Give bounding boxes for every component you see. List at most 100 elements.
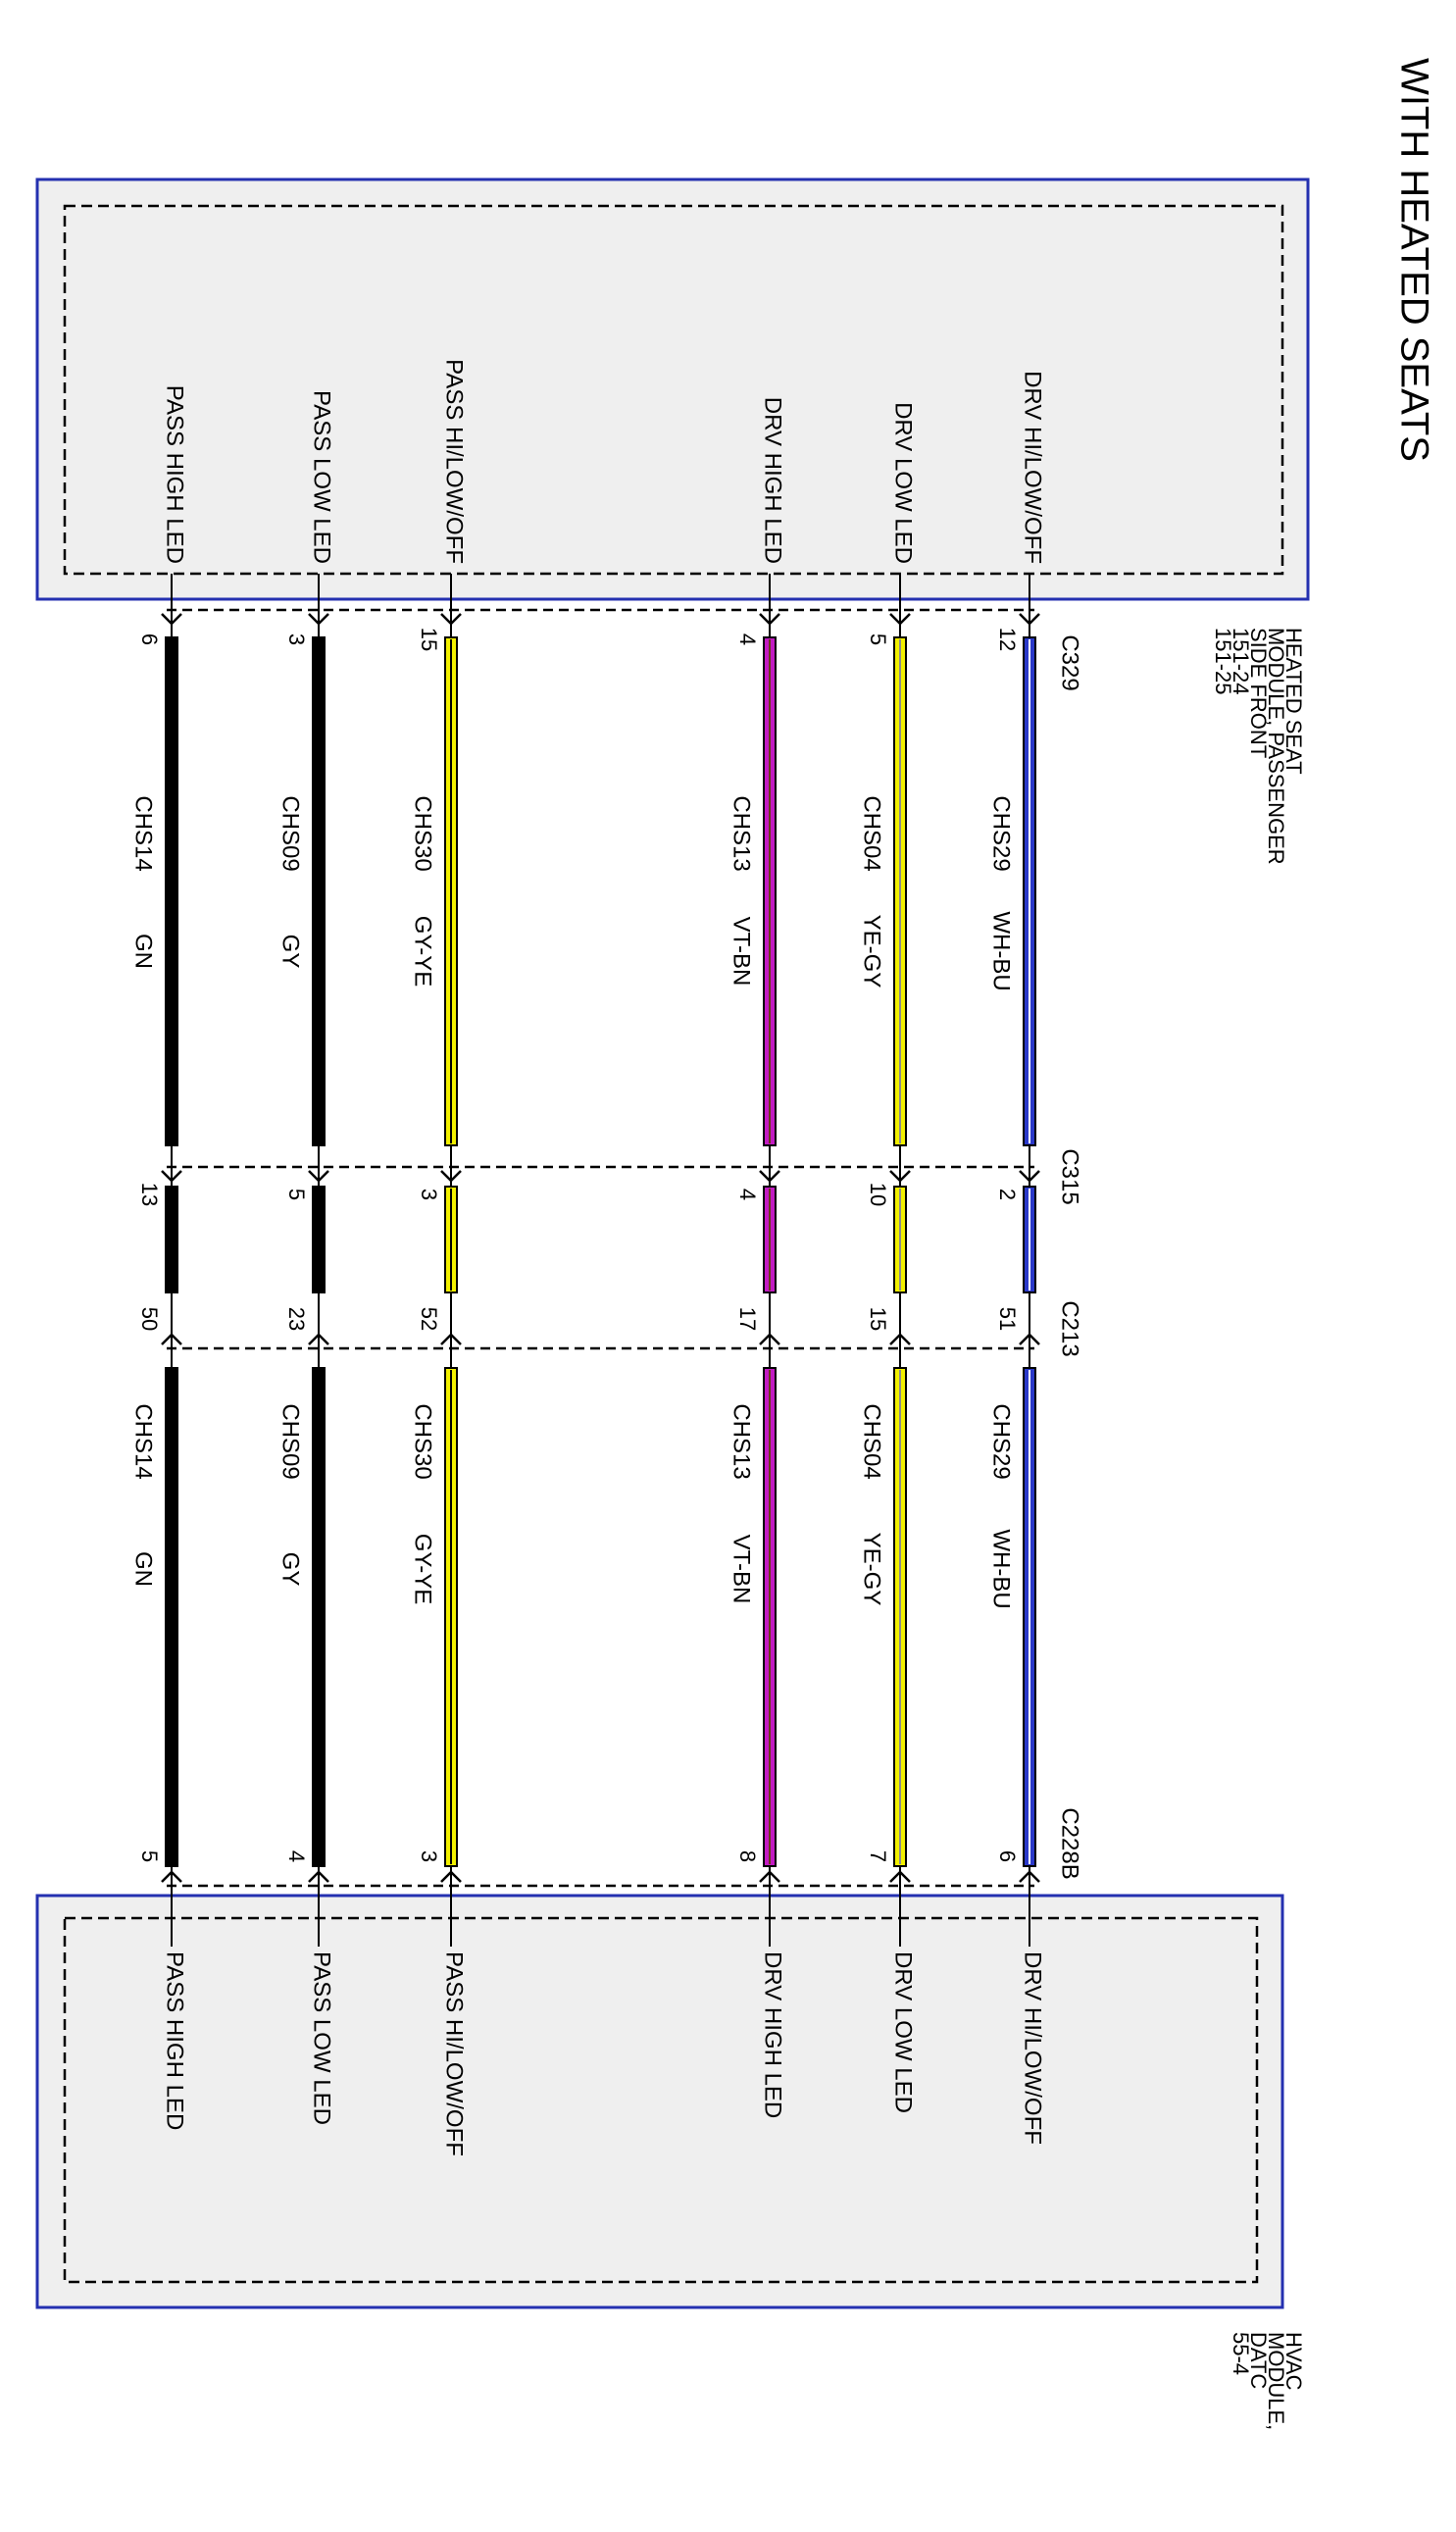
circuit-id-label: CHS04: [859, 795, 885, 871]
connector-terminal-icon: [1019, 1170, 1040, 1183]
circuit-id-label: CHS29: [988, 795, 1015, 871]
pin-number: 12: [995, 628, 1020, 651]
pin-number: 7: [866, 1850, 890, 1862]
wire-color-code: VT-BN: [728, 1535, 755, 1604]
pin-number: 5: [866, 633, 890, 645]
module-pin-label: PASS LOW LED: [309, 1951, 335, 2125]
connector-terminal-icon: [759, 1170, 780, 1183]
module-name-line: DATC: [1246, 2332, 1271, 2389]
pin-number: 3: [417, 1850, 441, 1862]
connector-terminal-icon: [440, 1333, 462, 1345]
connector-terminal-icon: [161, 613, 182, 626]
pin-number: 8: [735, 1850, 760, 1862]
module-pin-label: PASS HIGH LED: [162, 385, 188, 564]
connector-terminal-icon: [889, 613, 911, 626]
connector-terminal-icon: [308, 613, 329, 626]
module-pin-label: PASS HI/LOW/OFF: [441, 359, 468, 564]
pin-number: 50: [137, 1307, 162, 1331]
pin-number: 3: [284, 633, 309, 645]
pin-number: 5: [137, 1850, 162, 1862]
circuit-id-label: CHS13: [728, 795, 755, 871]
pin-number: 10: [866, 1183, 890, 1206]
module-pin-label: PASS HI/LOW/OFF: [441, 1951, 468, 2156]
wire-color-code: WH-BU: [988, 911, 1015, 990]
wire-color-code: GN: [130, 1551, 157, 1587]
circuit-id-label: CHS30: [410, 1403, 436, 1479]
wire-color-code: GN: [130, 934, 157, 969]
pin-number: 52: [417, 1307, 441, 1331]
wire-segment: [165, 1367, 178, 1867]
module-pin-label: DRV LOW LED: [890, 402, 917, 564]
module-pin-label: DRV HIGH LED: [760, 397, 786, 564]
connector-terminal-icon: [1019, 1333, 1040, 1345]
wire-color-code: GY-YE: [410, 1534, 436, 1604]
wire-segment: [312, 1367, 326, 1867]
pin-number: 5: [284, 1189, 309, 1200]
connector-terminal-icon: [440, 1170, 462, 1183]
pin-number: 4: [735, 1189, 760, 1200]
wire-color-code: VT-BN: [728, 917, 755, 987]
connector-terminal-icon: [161, 1333, 182, 1345]
connector-terminal-icon: [308, 1870, 329, 1883]
circuit-id-label: CHS30: [410, 795, 436, 871]
connector-terminal-icon: [440, 613, 462, 626]
module-name-line: SIDE FRONT: [1246, 628, 1271, 758]
wire-color-code: GY-YE: [410, 916, 436, 987]
pin-number: 15: [417, 628, 441, 651]
connector-terminal-icon: [161, 1170, 182, 1183]
connector-terminal-icon: [889, 1170, 911, 1183]
wire-color-code: YE-GY: [859, 1533, 885, 1606]
wire-color-code: GY: [277, 1552, 304, 1587]
connector-c213-label: C213: [1057, 1300, 1083, 1356]
module-name-line: 151-25: [1211, 628, 1235, 695]
pin-number: 4: [284, 1850, 309, 1862]
wire-color-code: WH-BU: [988, 1529, 1015, 1608]
pin-number: 4: [735, 633, 760, 645]
module-name-line: MODULE, PASSENGER: [1264, 628, 1288, 865]
diagram-title: WITH HEATED SEATS: [1392, 58, 1435, 462]
circuit-id-label: CHS14: [130, 795, 157, 871]
heated-seat-module-box: [35, 177, 1310, 601]
module-outer-border: [35, 1894, 1284, 2309]
module-pin-label: DRV LOW LED: [890, 1951, 917, 2113]
connector-terminal-icon: [308, 1333, 329, 1345]
module-pin-label: DRV HIGH LED: [760, 1951, 786, 2118]
circuit-id-label: CHS14: [130, 1403, 157, 1479]
connector-terminal-icon: [308, 1170, 329, 1183]
module-name-line: MODULE,: [1264, 2332, 1288, 2430]
connector-dashed-lines: [167, 608, 1034, 1888]
module-name-line: 55-4: [1229, 2332, 1253, 2375]
connector-terminal-icon: [889, 1870, 911, 1883]
hvac-module-box: [35, 1894, 1284, 2309]
connector-terminal-icon: [759, 1870, 780, 1883]
module-pin-label: DRV HI/LOW/OFF: [1020, 371, 1046, 564]
wire-color-code: YE-GY: [859, 915, 885, 988]
module-inner-dashed-border: [63, 204, 1284, 576]
connector-c329-label: C329: [1057, 634, 1083, 690]
wire-segment: [165, 1186, 178, 1293]
connector-c315-label: C315: [1057, 1148, 1083, 1204]
module-name-line: HEATED SEAT: [1281, 628, 1306, 775]
connector-c228b-label: C228B: [1057, 1807, 1083, 1879]
connector-terminal-icon: [759, 1333, 780, 1345]
pin-number: 3: [417, 1189, 441, 1200]
module-name-line: HVAC: [1281, 2332, 1306, 2391]
connector-terminal-icon: [759, 613, 780, 626]
circuit-id-label: CHS13: [728, 1403, 755, 1479]
connector-terminal-icon: [440, 1870, 462, 1883]
circuit-id-label: CHS29: [988, 1403, 1015, 1479]
pin-number: 13: [137, 1183, 162, 1206]
circuit-id-label: CHS04: [859, 1403, 885, 1479]
connector-terminal-icon: [1019, 613, 1040, 626]
pin-number: 2: [995, 1189, 1020, 1200]
connector-terminal-icon: [1019, 1870, 1040, 1883]
module-inner-dashed-border: [63, 1916, 1259, 2284]
wire-segment: [312, 636, 326, 1146]
module-pin-label: DRV HI/LOW/OFF: [1020, 1951, 1046, 2145]
connector-terminal-icon: [889, 1333, 911, 1345]
module-pin-label: PASS LOW LED: [309, 390, 335, 564]
